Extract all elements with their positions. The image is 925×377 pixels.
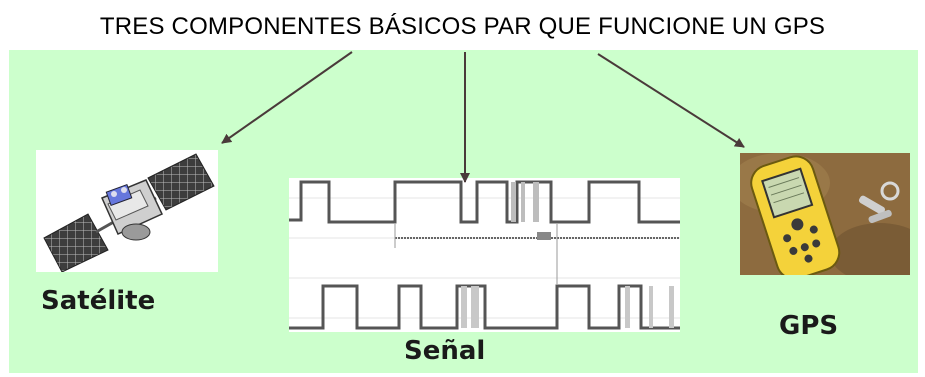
signal-waveform-image bbox=[289, 178, 680, 332]
diagram-title: TRES COMPONENTES BÁSICOS PAR QUE FUNCION… bbox=[99, 13, 826, 40]
satellite-image bbox=[36, 150, 218, 272]
label-gps: GPS bbox=[779, 311, 839, 341]
label-satellite: Satélite bbox=[41, 286, 156, 316]
label-signal: Señal bbox=[404, 336, 486, 366]
gps-receiver-image bbox=[740, 153, 910, 275]
